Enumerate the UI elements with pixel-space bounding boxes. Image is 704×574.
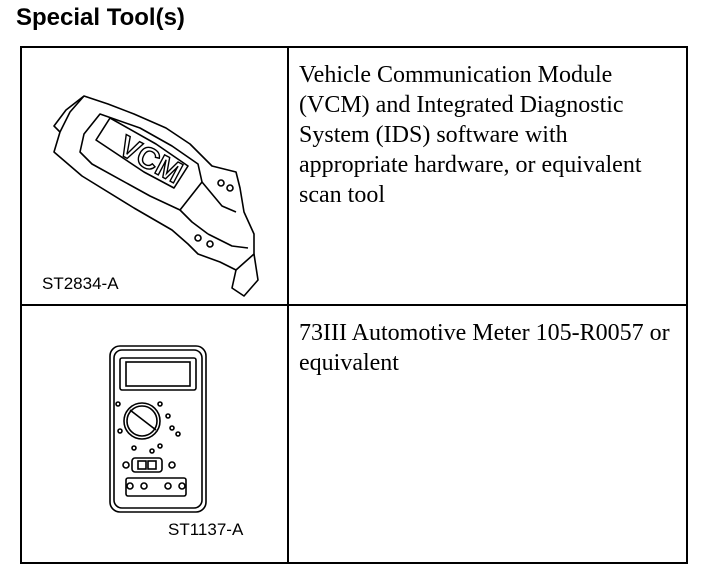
vcm-module-illustration: VCM xyxy=(53,95,259,297)
tool-illustration-cell: ST1137-A xyxy=(22,306,289,562)
tool-description: 73III Automotive Meter 105-R0057 or equi… xyxy=(299,320,670,376)
section-heading: Special Tool(s) xyxy=(16,4,185,31)
special-tools-table: VCM ST2834-A Vehicle Communication Modul… xyxy=(20,46,688,564)
illustration-code: ST2834-A xyxy=(42,274,119,293)
tool-illustration-cell: VCM ST2834-A xyxy=(22,48,289,306)
automotive-meter-illustration xyxy=(109,345,207,513)
tool-description: Vehicle Communication Module (VCM) and I… xyxy=(299,62,642,208)
tool-description-cell: Vehicle Communication Module (VCM) and I… xyxy=(289,48,686,306)
illustration-code: ST1137-A xyxy=(168,520,244,539)
tool-description-cell: 73III Automotive Meter 105-R0057 or equi… xyxy=(289,306,686,562)
